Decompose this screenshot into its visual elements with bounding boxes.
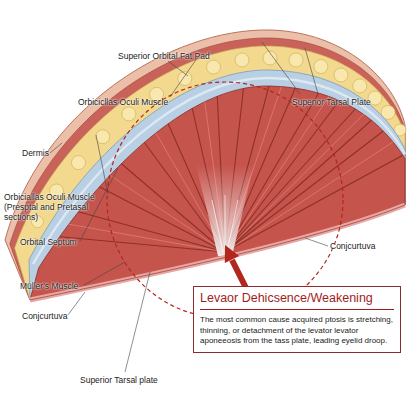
- focus-circle: [107, 82, 343, 318]
- fat-pad-layer: [15, 46, 405, 300]
- fat-globule: [334, 68, 348, 82]
- fat-globule: [122, 107, 136, 121]
- part-label: Orbiciallas Oculi Muscle (Presptal and P…: [4, 192, 116, 222]
- leader-line: [68, 292, 85, 315]
- leader-line: [96, 135, 108, 194]
- fat-globule: [235, 53, 249, 67]
- leader-line: [168, 61, 188, 76]
- leader-line: [125, 272, 150, 372]
- leader-line: [305, 238, 328, 246]
- part-label: Orbital Septum: [20, 237, 77, 247]
- leader-line: [50, 143, 62, 153]
- part-label: Dermis: [22, 148, 49, 158]
- aponeurosis: [196, 165, 254, 256]
- callout-body: The most common cause acquired ptosis is…: [200, 315, 394, 347]
- fat-globule: [96, 130, 110, 144]
- part-label: Superior Tarsal plate: [80, 375, 158, 385]
- fat-globule: [207, 60, 221, 74]
- part-label: Superior Orbital Fat Pad: [118, 51, 210, 61]
- dermis-layer: [5, 30, 405, 300]
- part-label: Conjcurtuva: [330, 241, 375, 251]
- fat-globule: [353, 79, 367, 93]
- part-label: Superior Tarsal Plate: [292, 97, 371, 107]
- fat-globule: [72, 156, 86, 170]
- leader-line: [84, 262, 125, 285]
- part-label: Müller's Muscle: [20, 281, 78, 291]
- fat-globule: [314, 60, 328, 74]
- aponeurosis-strands: [212, 195, 238, 252]
- orbicularis-layer: [10, 38, 405, 300]
- fat-globule: [289, 53, 303, 67]
- septum-layer: [29, 70, 405, 300]
- callout-heading: Levaor Dehicsence/Weakening: [200, 291, 394, 310]
- leader-line: [262, 42, 300, 94]
- muscle-fibers: [52, 82, 405, 256]
- part-label: Conjcurtuva: [22, 311, 67, 321]
- part-label: Orbicicllas Oculi Muscle: [78, 97, 168, 107]
- callout-box: Levaor Dehicsence/WeakeningThe most comm…: [193, 286, 401, 353]
- leader-line: [305, 48, 318, 94]
- arrow-head: [225, 245, 239, 263]
